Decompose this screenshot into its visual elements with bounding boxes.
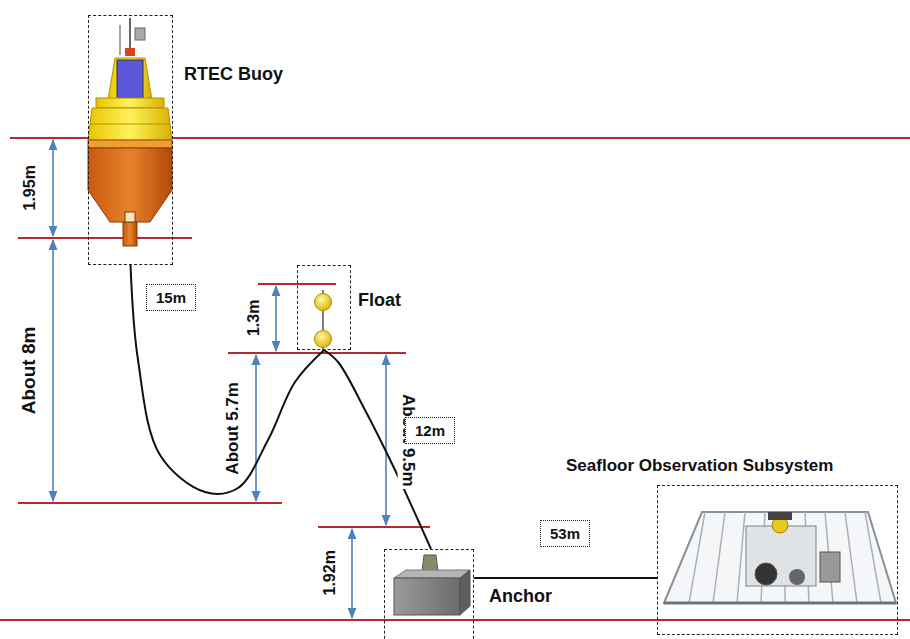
component-label: Seafloor Observation Subsystem [566, 456, 833, 476]
dashed-group-box: RTEC Buoy [88, 15, 173, 265]
dimension-arrows [53, 140, 386, 618]
dashed-group-box: Anchor [384, 549, 474, 639]
reference-lines [0, 138, 910, 620]
cable [474, 577, 657, 579]
seafloor-frame-illustration [664, 512, 896, 603]
buoy-illustration [88, 18, 172, 246]
dimension-label: 1.92m [321, 548, 339, 597]
component-label: Anchor [489, 586, 552, 607]
component-label: Float [358, 290, 401, 311]
dashed-group-box: Float [297, 265, 351, 350]
dimension-label: 1.95m [21, 163, 39, 212]
cable [324, 350, 431, 549]
dimension-label: About 8m [20, 324, 41, 416]
cable-length-label: 15m [146, 284, 196, 311]
anchor-illustration [394, 555, 470, 615]
float-illustration [315, 290, 332, 352]
dashed-group-box: Seafloor Observation Subsystem [657, 485, 898, 635]
cable-length-label: 53m [540, 520, 590, 547]
dimension-label: 1.3m [245, 298, 263, 338]
cable [131, 265, 325, 494]
component-label: RTEC Buoy [184, 64, 283, 85]
dimension-label: About 5.7m [224, 380, 243, 477]
cable-length-label: 12m [405, 417, 455, 444]
